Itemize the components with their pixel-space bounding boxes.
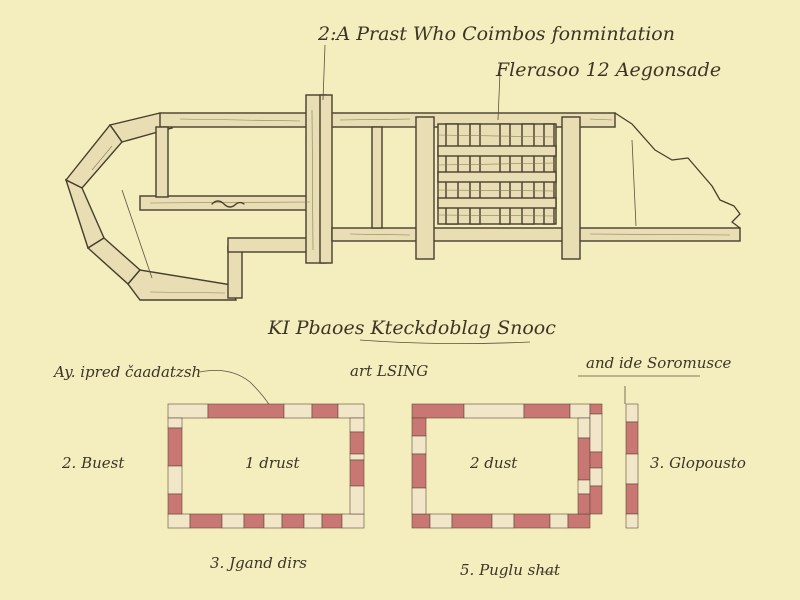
floor-plan-1: [167, 403, 365, 529]
timber-beam: [64, 123, 123, 189]
right-annotation: Flerasoo 12 Aegonsade: [495, 59, 721, 81]
timber-beam: [127, 269, 237, 301]
title-underline: [359, 339, 531, 344]
timber-post: [561, 116, 581, 260]
iron-bracket: [211, 200, 245, 208]
leader-line: [322, 44, 326, 101]
timber-post: [415, 116, 435, 260]
top-annotation: 2:A Prast Who Coimbos fonmintation: [317, 23, 675, 45]
left-annotation: Ay. ipred čaadatzsh: [52, 363, 201, 381]
timber-beam: [64, 178, 105, 250]
wall-fragment: [624, 386, 639, 529]
timber-beam: [86, 237, 141, 286]
timber-post: [371, 126, 383, 229]
section-title: KI Pbaoes Kteckdoblag Snooc: [267, 317, 556, 339]
leader-line: [497, 71, 501, 121]
center-annotation: art LSING: [350, 362, 428, 380]
plan-2-bottom-label: 5. Puglu shat: [460, 561, 561, 579]
timber-post: [155, 126, 169, 198]
plan-1-center-label: 1 drust: [245, 454, 300, 472]
leader-line: [199, 369, 271, 407]
broken-edge: [614, 112, 741, 229]
plan-2-center-label: 2 dust: [469, 454, 518, 472]
construction-line: [631, 139, 637, 227]
floor-plan-2: [411, 403, 603, 529]
construction-line: [121, 189, 153, 279]
timber-frame-elevation: [64, 44, 741, 301]
plan-1-bottom-label: 3. Jgand dirs: [210, 554, 307, 572]
timber-post: [319, 94, 333, 264]
lattice-panel: [437, 123, 557, 225]
right-side-label: 3. Glopousto: [650, 454, 746, 472]
right-top-annotation: and ide Soromusce: [586, 354, 732, 372]
left-side-label: 2. Buest: [61, 454, 125, 472]
timber-post: [227, 245, 243, 299]
